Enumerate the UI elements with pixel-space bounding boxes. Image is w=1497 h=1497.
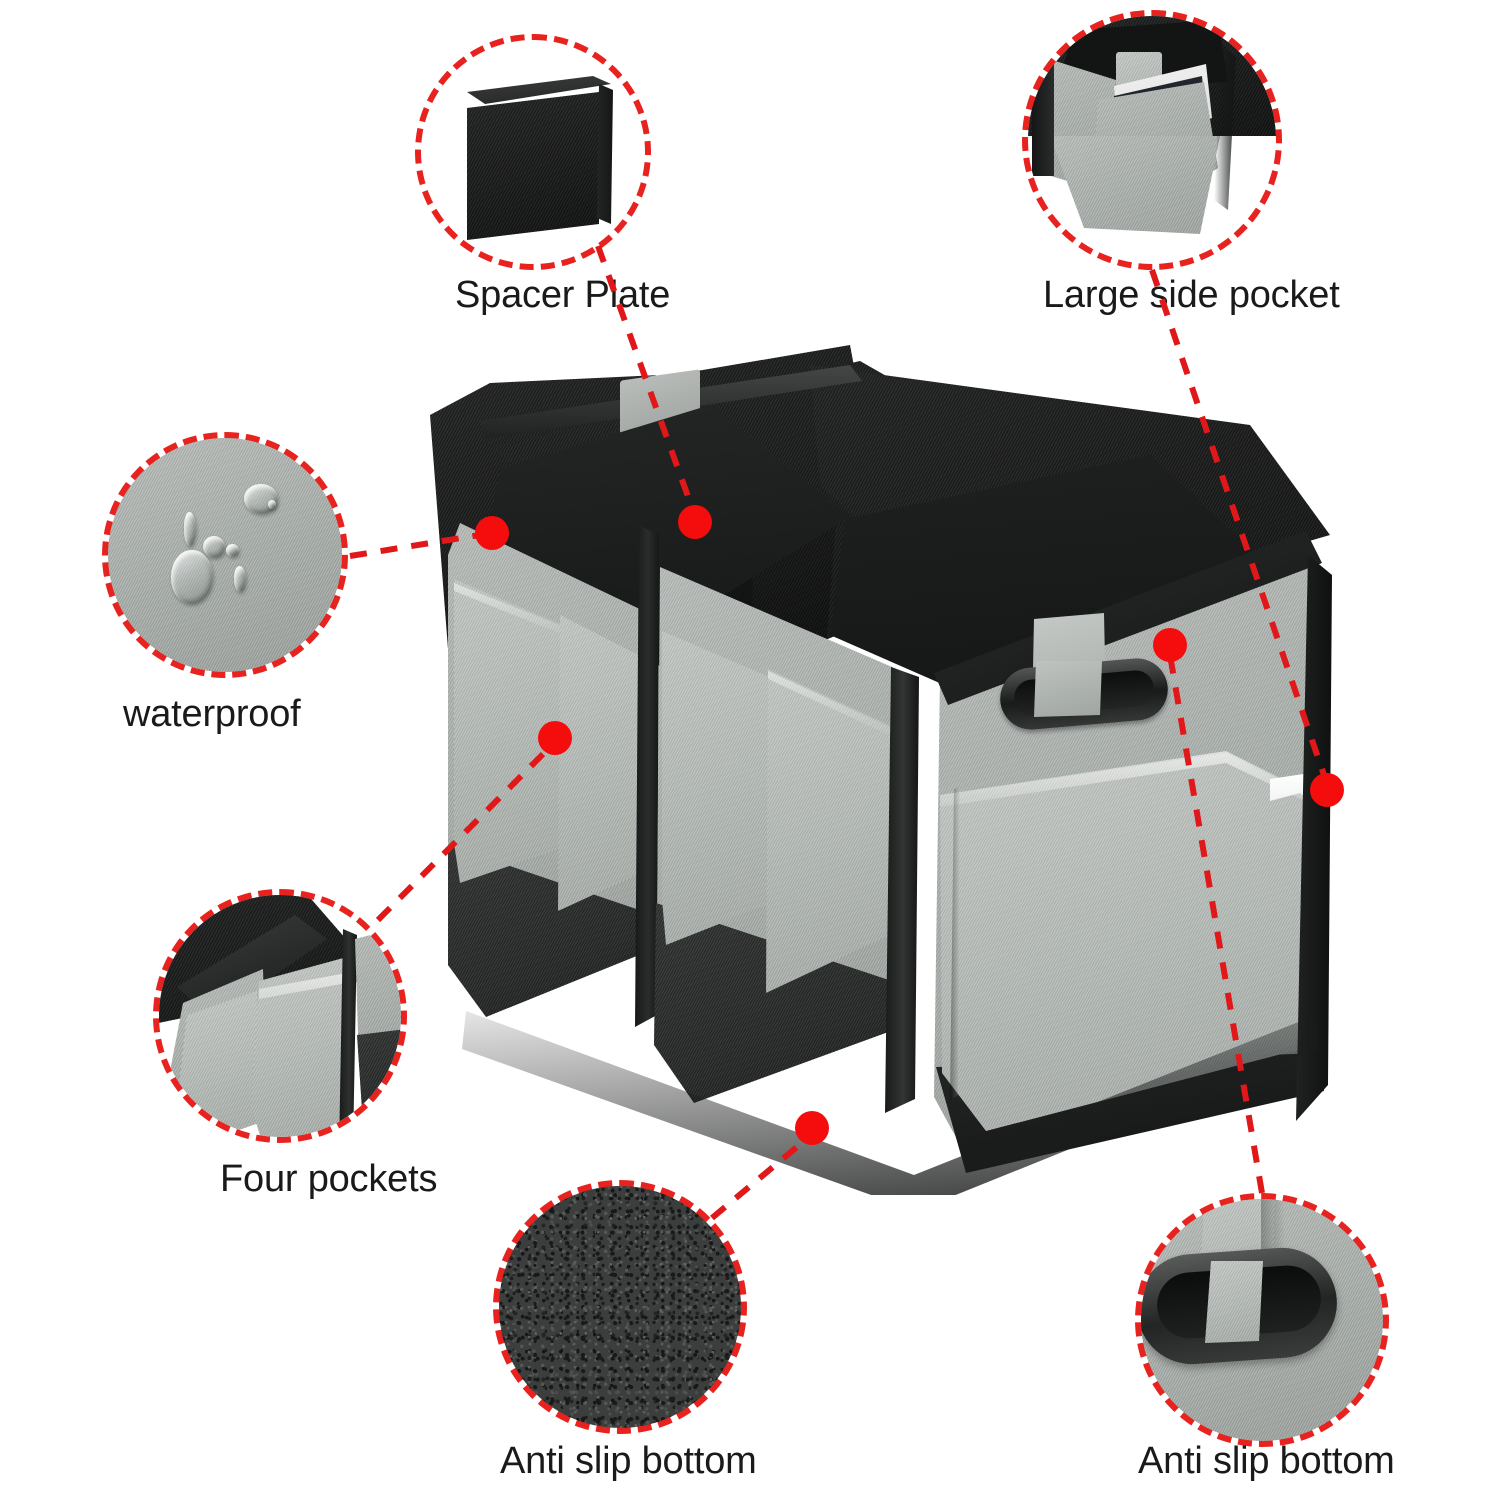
callout-large-side-pocket bbox=[1022, 10, 1282, 270]
callout-label-large-side-pocket: Large side pocket bbox=[1043, 274, 1340, 316]
right-handle-strap-through bbox=[1034, 661, 1102, 717]
spacer-plate-image bbox=[421, 40, 645, 264]
large-side-pocket-image bbox=[1028, 16, 1276, 264]
side-pocket-left-trim bbox=[1032, 46, 1054, 176]
handle-closeup-strap-through bbox=[1205, 1261, 1263, 1343]
water-droplet-5 bbox=[234, 566, 246, 592]
spacer-plate-side-edge bbox=[597, 84, 613, 224]
side-pocket-lower-body bbox=[1050, 136, 1220, 234]
front-pocket-3 bbox=[662, 631, 774, 945]
callout-spacer-plate bbox=[415, 34, 651, 270]
four-pockets-vertical-seam bbox=[339, 929, 357, 1137]
callout-label-waterproof: waterproof bbox=[123, 693, 301, 735]
front-right-corner-trim bbox=[885, 667, 919, 1113]
callout-anti-slip-bottom-right bbox=[1135, 1193, 1389, 1447]
product-illustration bbox=[430, 345, 1340, 1195]
water-droplet-3 bbox=[203, 536, 225, 558]
water-droplet-7 bbox=[268, 500, 276, 509]
water-droplet-6 bbox=[184, 512, 196, 546]
four-pockets-image bbox=[159, 895, 401, 1137]
spacer-plate-front-face bbox=[467, 92, 599, 240]
waterproof-fabric-image bbox=[108, 438, 342, 672]
four-pockets-pocket-a bbox=[175, 991, 259, 1137]
callout-label-four-pockets: Four pockets bbox=[220, 1158, 438, 1200]
callout-anti-slip-bottom-left bbox=[493, 1180, 747, 1434]
callout-label-spacer-plate: Spacer Plate bbox=[455, 274, 671, 316]
callout-label-anti-slip-bottom-right: Anti slip bottom bbox=[1138, 1440, 1395, 1482]
water-droplet-4 bbox=[226, 544, 239, 557]
water-droplet-1 bbox=[244, 484, 278, 514]
callout-label-anti-slip-bottom-left: Anti slip bottom bbox=[500, 1440, 757, 1482]
right-side-pocket-left-seam bbox=[950, 787, 960, 1101]
front-panel-vertical-seam bbox=[635, 525, 659, 1027]
callout-four-pockets bbox=[153, 889, 407, 1143]
water-droplet-2 bbox=[171, 550, 213, 604]
callout-waterproof bbox=[102, 432, 348, 678]
anti-slip-texture-image bbox=[499, 1186, 741, 1428]
handle-closeup-image bbox=[1141, 1199, 1383, 1441]
four-pockets-right-bottom-band bbox=[357, 1027, 401, 1125]
